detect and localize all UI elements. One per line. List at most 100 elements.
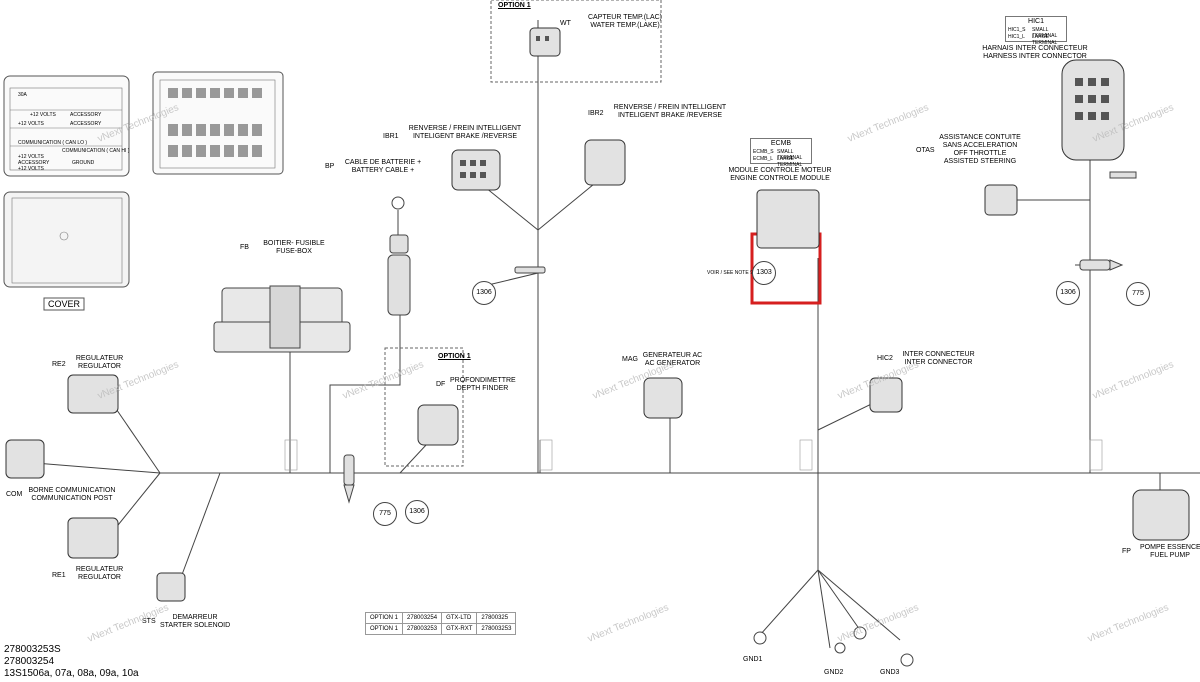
hic1-row1-code: HIC1_S (1008, 27, 1026, 33)
option-label-mid: OPTION 1 (438, 353, 471, 360)
hic1-row2-desc: LARGE TERMINAL (1032, 34, 1058, 46)
callout-1306-c: 1306 (1056, 281, 1080, 305)
ibr2-code: IBR2 (588, 110, 604, 117)
ibr1-code: IBR1 (383, 133, 399, 140)
ecmb-row1-desc: SMALL TERMINAL (777, 149, 803, 161)
wt-connector-shape (529, 27, 561, 57)
option-table: OPTION 1 278003254 GTX-LTD 27800325 OPTI… (364, 612, 517, 635)
sts-shape (156, 572, 186, 602)
sts-label: DEMARREUR STARTER SOLENOID (160, 614, 230, 630)
fb-label-en: FUSE-BOX (276, 248, 312, 255)
panel-ground: GROUND (72, 160, 95, 166)
table-cell: 278003253 (476, 623, 517, 635)
ecmb-row2-code: ECMB_L (753, 156, 774, 162)
hic1-label-en: HARNESS INTER CONNECTOR (983, 53, 1087, 60)
com-shape (5, 439, 45, 479)
mag-label: GENERATEUR AC AC GENERATOR (640, 352, 705, 368)
otas-shape (984, 184, 1018, 216)
callout-1306-a: 1306 (472, 281, 496, 305)
bp-label: CABLE DE BATTERIE + BATTERY CABLE + (338, 159, 428, 175)
panel-30a: 30A (18, 92, 27, 98)
df-shape (417, 404, 459, 446)
callout-1303: 1303 (752, 261, 776, 285)
gnd1-label: GND1 (743, 656, 763, 663)
fp-label-en: FUEL PUMP (1150, 552, 1190, 559)
mag-code: MAG (622, 356, 638, 363)
footer-line-3: 13S1506a, 07a, 08a, 09a, 10a (4, 668, 139, 679)
com-code: COM (6, 491, 23, 498)
gnd2-label: GND2 (824, 669, 844, 676)
sts-label-en: STARTER SOLENOID (160, 622, 231, 629)
ibr1-connector-shape (451, 149, 501, 191)
ecmb-label-en: ENGINE CONTROLE MODULE (730, 175, 830, 182)
fb-label-fr: BOITIER- FUSIBLE (263, 240, 325, 247)
com-label: BORNE COMMUNICATION COMMUNICATION POST (26, 487, 118, 503)
hic1-label-fr: HARNAIS INTER CONNECTEUR (982, 45, 1088, 52)
hic2-label-en: INTER CONNECTOR (904, 359, 973, 366)
fb-label: BOITIER- FUSIBLE FUSE-BOX (254, 240, 334, 256)
mag-label-en: AC GENERATOR (644, 360, 701, 367)
ibr1-label-fr: RENVERSE / FREIN INTELLIGENT (408, 125, 522, 132)
fp-shape (1132, 489, 1190, 541)
table-cell: GTX-LTD (441, 612, 478, 624)
sts-code: STS (142, 618, 156, 625)
panel-12v-b: +12 VOLTS (18, 121, 44, 127)
ibr1-label: RENVERSE / FREIN INTELLIGENT INTELIGENT … (400, 125, 530, 141)
re2-label: REGULATEUR REGULATOR (72, 355, 127, 371)
ibr2-connector-shape (584, 139, 626, 186)
fp-code: FP (1122, 548, 1131, 555)
fb-code: FB (240, 244, 249, 251)
callout-775-a: 775 (373, 502, 397, 526)
hic1-terminal-table: HIC1 HIC1_S SMALL TERMINAL HIC1_L LARGE … (1005, 16, 1067, 46)
panel-12v-d: +12 VOLTS (18, 166, 44, 172)
table-cell: 27800325 (476, 612, 517, 624)
df-label-fr: PROFONDIMETTRE (450, 377, 516, 384)
ecmb-title: ECMB (770, 140, 792, 147)
table-cell: OPTION 1 (364, 623, 404, 635)
re2-code: RE2 (52, 361, 66, 368)
wt-label-fr: CAPTEUR TEMP.(LAC) (587, 14, 663, 21)
hic2-code: HIC2 (877, 355, 893, 362)
option-label-top: OPTION 1 (498, 2, 531, 9)
com-label-en: COMMUNICATION POST (31, 495, 113, 502)
gnd3-label: GND3 (880, 669, 900, 676)
see-note-label: VOIR / SEE NOTE 9 (707, 270, 753, 276)
otas-label-4: ASSISTED STEERING (943, 158, 1017, 165)
hic1-row2-code: HIC1_L (1008, 34, 1025, 40)
re2-label-en: REGULATOR (78, 363, 121, 370)
re1-code: RE1 (52, 572, 66, 579)
hic1-title: HIC1 (1028, 18, 1044, 25)
table-cell: GTX-RXT (441, 623, 478, 635)
wt-label-en: WATER TEMP.(LAKE) (590, 22, 660, 29)
ibr2-label-fr: RENVERSE / FREIN INTELLIGENT (613, 104, 727, 111)
panel-comm-hi: COMMUNICATION ( CAN HI ) (62, 148, 130, 154)
ecm-shape (756, 189, 820, 249)
footer-line-2: 278003254 (4, 656, 55, 667)
otas-label: ASSISTANCE CONTUITE SANS ACCELERATION OF… (935, 134, 1025, 166)
table-row: OPTION 1 278003254 GTX-LTD 27800325 (364, 612, 517, 624)
panel-accessory-2: ACCESSORY (70, 121, 102, 127)
ecmb-label: MODULE CONTROLE MOTEUR ENGINE CONTROLE M… (725, 167, 835, 183)
hic1-row1-desc: SMALL TERMINAL (1032, 27, 1058, 39)
df-code: DF (436, 381, 446, 388)
panel-12v-c: +12 VOLTS (18, 154, 44, 160)
ibr1-label-en: INTELIGENT BRAKE /REVERSE (412, 133, 518, 140)
re1-label-en: REGULATOR (78, 574, 121, 581)
callout-1306-b: 1306 (405, 500, 429, 524)
bp-code: BP (325, 163, 335, 170)
panel-comm-lo: COMMUNICATION ( CAN LO ) (18, 140, 88, 146)
hic2-label-fr: INTER CONNECTEUR (902, 351, 975, 358)
otas-label-1: ASSISTANCE CONTUITE (939, 134, 1021, 141)
mag-shape (643, 377, 683, 419)
ibr2-label: RENVERSE / FREIN INTELLIGENT INTELIGENT … (605, 104, 735, 120)
table-cell: 278003253 (402, 623, 443, 635)
table-row: OPTION 1 278003253 GTX-RXT 278003253 (364, 623, 517, 635)
mag-label-fr: GENERATEUR AC (642, 352, 703, 359)
df-label: PROFONDIMETTRE DEPTH FINDER (450, 377, 516, 393)
hic1-shape (1061, 59, 1125, 161)
ecmb-terminal-table: ECMB ECMB_S SMALL TERMINAL ECMB_L LARGE … (750, 138, 812, 168)
table-cell: 278003254 (402, 612, 443, 624)
table-cell: OPTION 1 (364, 612, 404, 624)
com-label-fr: BORNE COMMUNICATION (28, 487, 116, 494)
